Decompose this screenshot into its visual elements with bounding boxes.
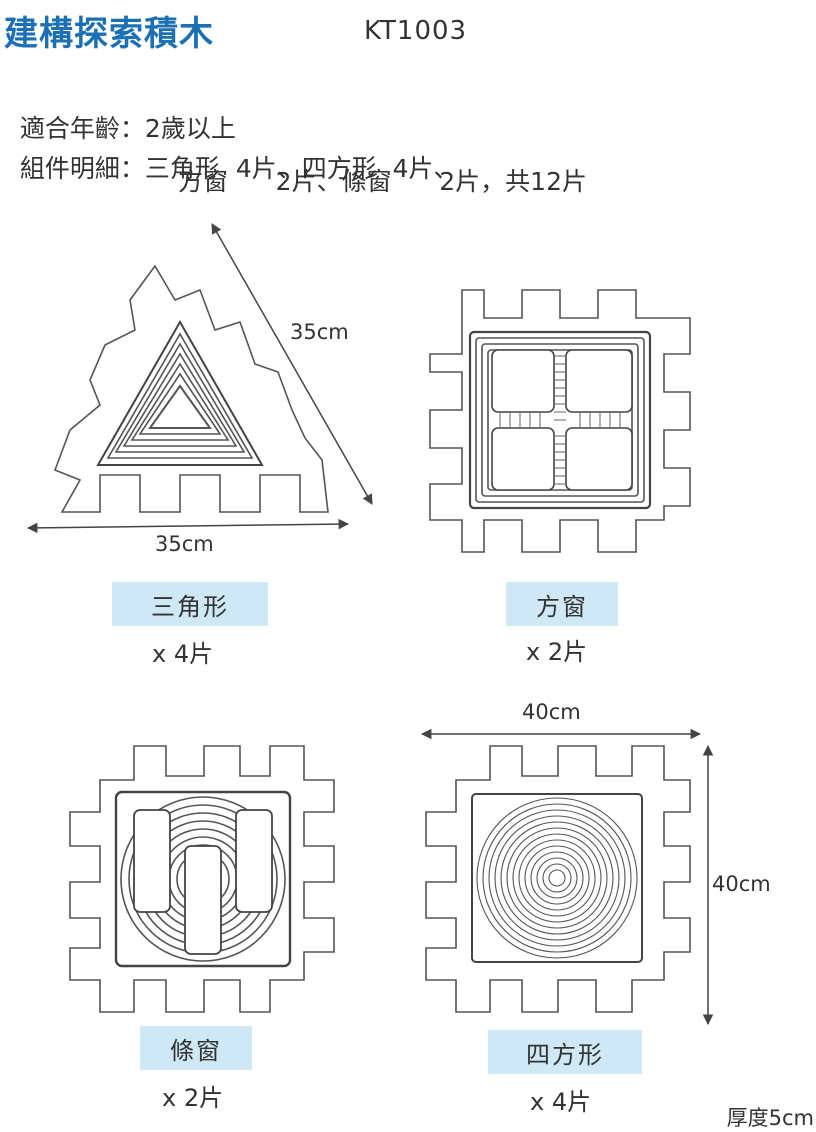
age-value: 2歲以上 [144,114,236,143]
product-title: 建構探索積木 [4,14,214,54]
square-window-label: 方窗 [506,582,618,626]
triangle-outline [53,264,329,513]
square-height-dimension: 40cm [712,872,771,896]
strip-window-drawing [69,745,335,1013]
triangle-width-arrow [26,518,350,534]
thickness-note: 厚度5cm [726,1106,814,1130]
age-label: 適合年齡： [19,114,145,143]
strip-window-label: 條窗 [140,1026,252,1070]
square-width-dimension: 40cm [522,700,581,724]
strip-window-count: x 2片 [162,1084,224,1112]
square-piece-drawing [425,745,691,1013]
square-piece-label: 四方形 [488,1030,642,1074]
product-code: KT1003 [364,16,468,46]
triangle-side-arrow [211,223,373,505]
strip-window-outline [69,745,335,1013]
square-window-count: x 2片 [526,638,588,666]
square-window-outline [429,289,691,553]
age-row: 適合年齡：2歲以上 [4,80,236,145]
parts-row: 組件明細：三角形 4片、四方形 4片、 [4,120,459,185]
triangle-label: 三角形 [112,582,268,626]
triangle-side-dimension: 35cm [290,320,349,344]
square-piece-count: x 4片 [530,1088,592,1116]
triangle-piece-drawing [53,264,329,513]
triangle-width-dimension: 35cm [155,532,214,556]
parts-line-1: 三角形 4片、四方形 4片、 [144,154,459,183]
triangle-count: x 4片 [152,640,214,668]
parts-label: 組件明細： [19,154,145,183]
square-window-drawing [429,289,691,553]
square-piece-outline [425,745,691,1013]
parts-line-2: 方窗 2片、條窗 2片，共12片 [178,167,587,196]
